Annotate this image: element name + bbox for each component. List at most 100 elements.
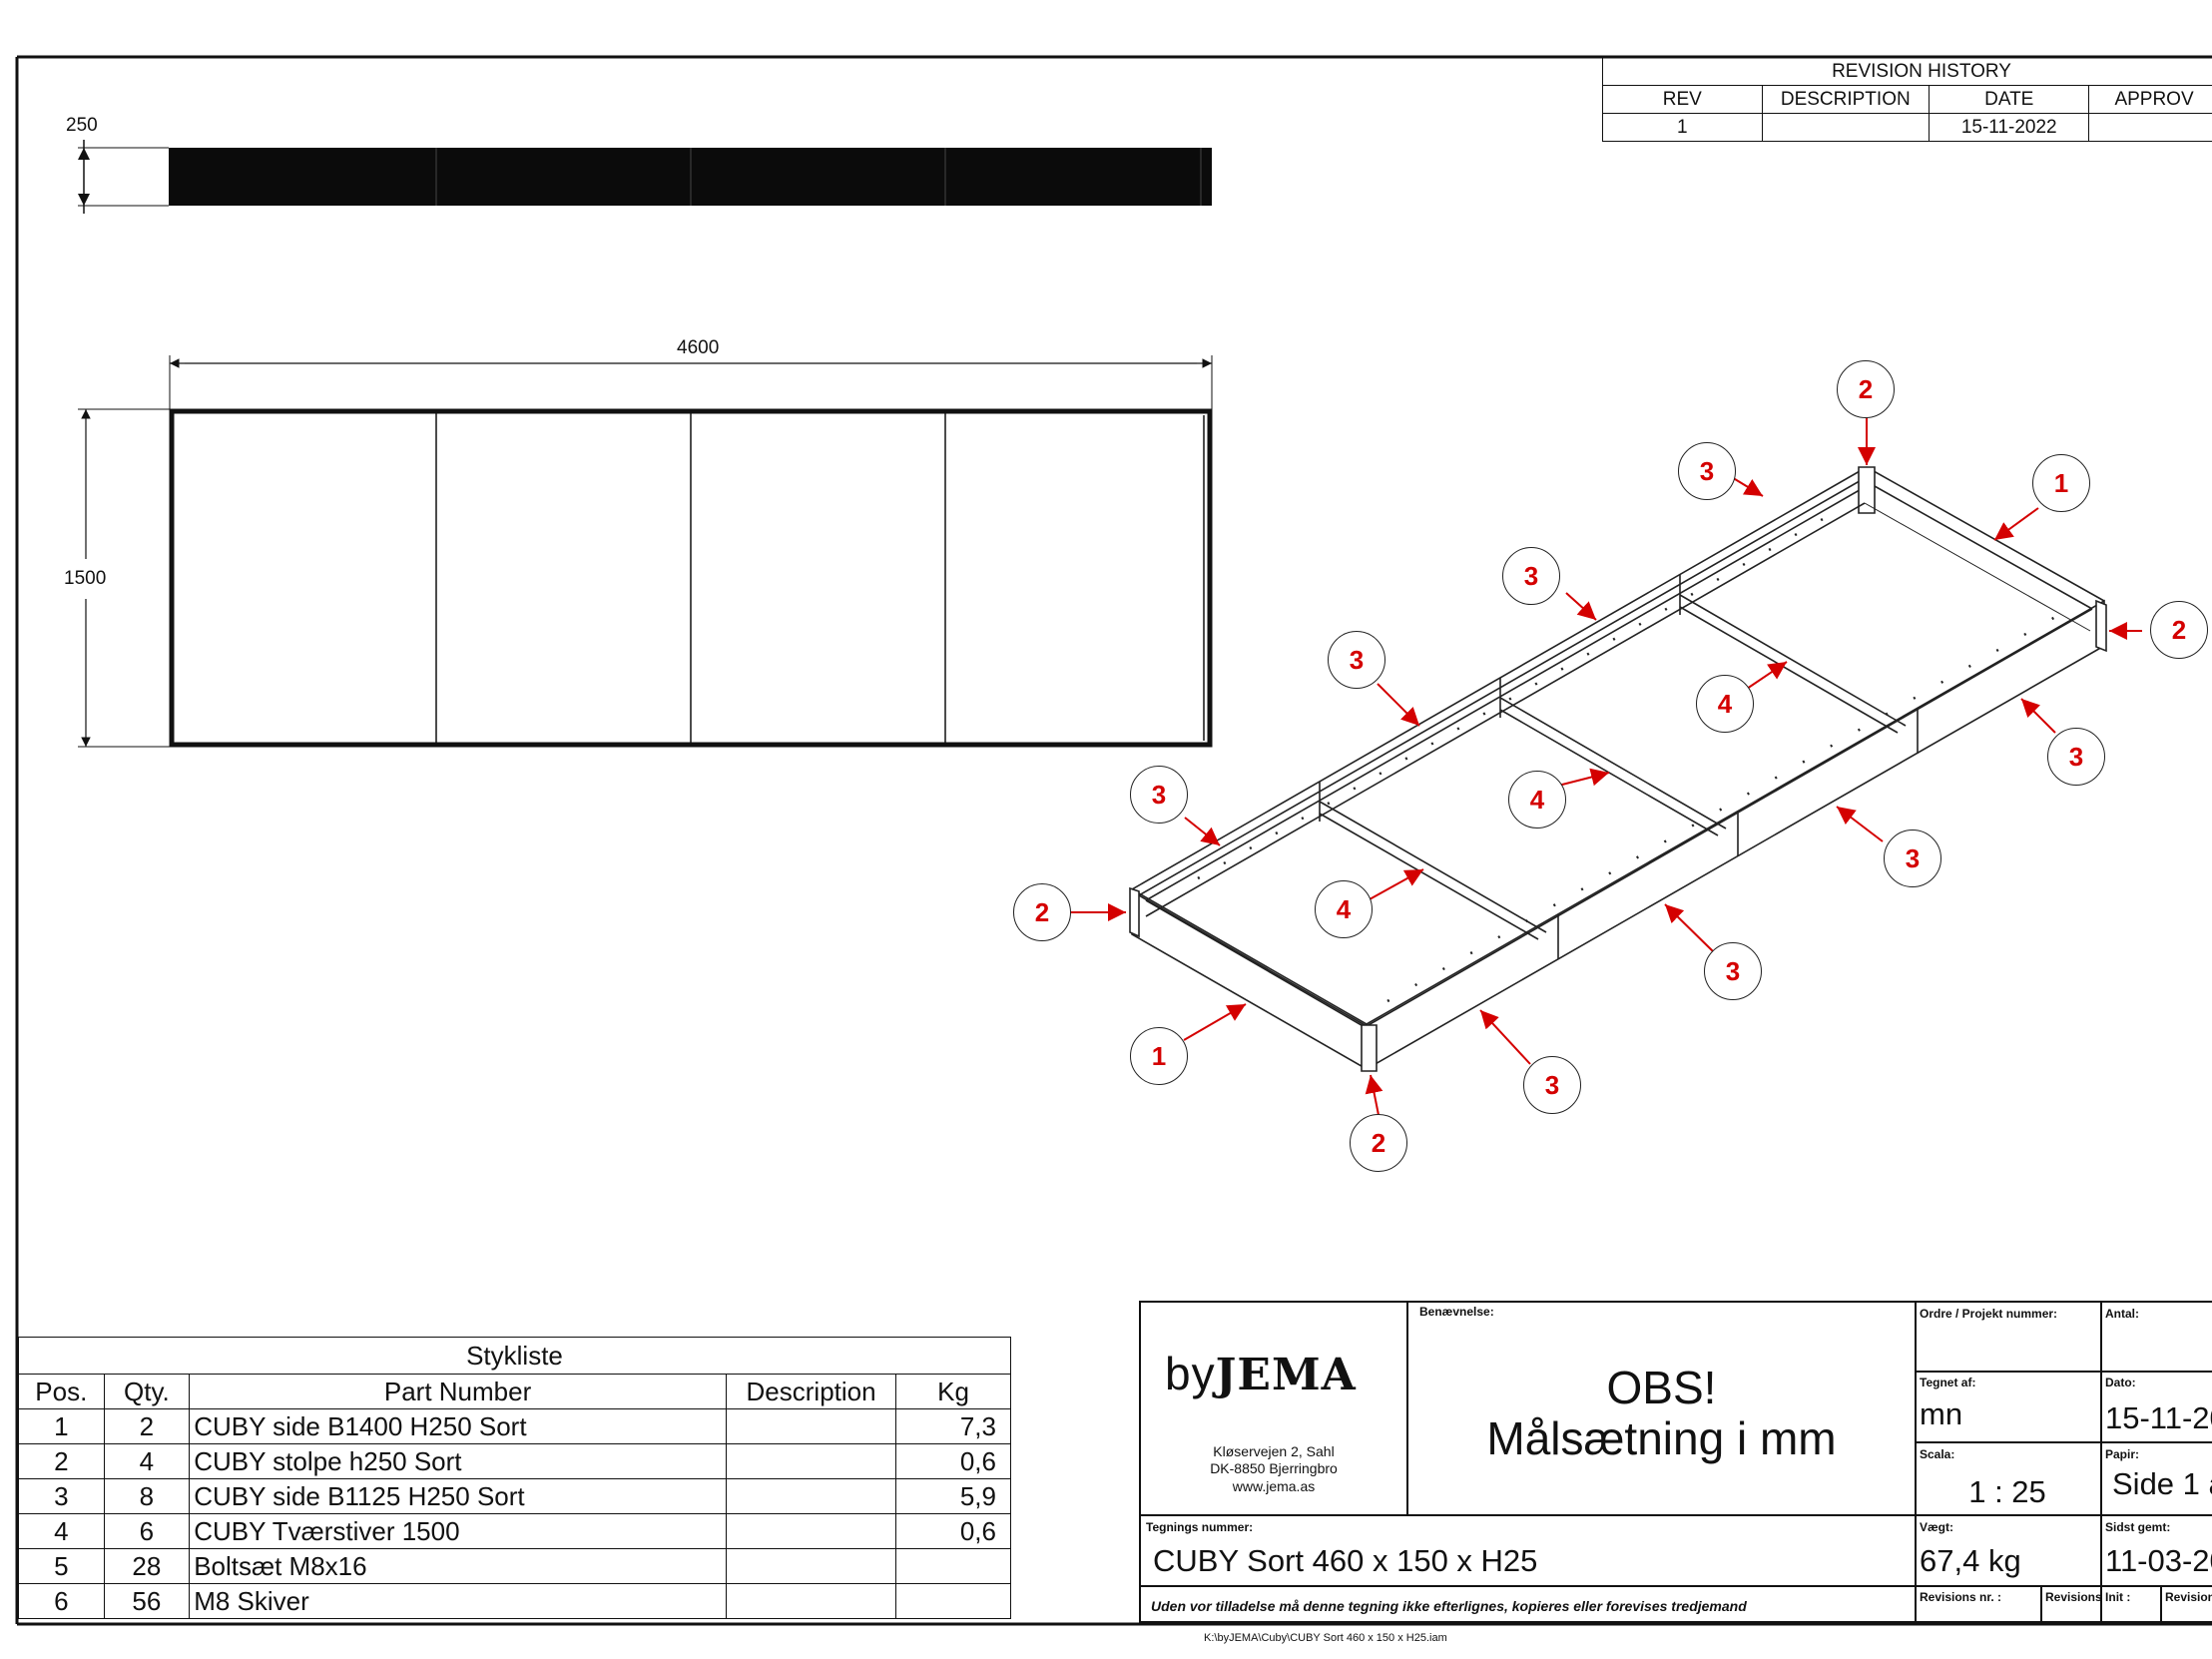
- kg-header: Kg: [895, 1374, 1011, 1409]
- file-path: K:\byJEMA\Cuby\CUBY Sort 460 x 150 x H25…: [1204, 1632, 1447, 1644]
- qty-cell: 6: [103, 1513, 191, 1549]
- date-value: 15-11-20: [2105, 1402, 2212, 1433]
- drawn-by-label: Tegnet af:: [1920, 1376, 1976, 1389]
- balloon-3: 3: [1678, 442, 1736, 500]
- balloon-3: 3: [1328, 631, 1385, 689]
- qty-cell: 56: [103, 1583, 191, 1619]
- part-number-cell: CUBY side B1125 H250 Sort: [189, 1478, 727, 1514]
- balloon-number: 1: [2053, 467, 2069, 498]
- company-website: www.jema.as: [1232, 1478, 1316, 1494]
- rev-cell: 1: [1602, 113, 1763, 142]
- balloon-2: 2: [2150, 601, 2208, 659]
- weight-value: 67,4 kg: [1920, 1543, 2021, 1578]
- kg-cell: [895, 1583, 1011, 1619]
- revision-history-table: REVISION HISTORY REV DESCRIPTION DATE AP…: [1602, 57, 2212, 142]
- logo-name: JEMA: [1215, 1350, 1357, 1400]
- balloon-number: 3: [1523, 560, 1539, 591]
- kg-cell: 7,3: [895, 1408, 1011, 1444]
- balloon-number: 4: [1717, 688, 1733, 719]
- balloon-2: 2: [1013, 883, 1071, 941]
- date-header: DATE: [1929, 85, 2090, 114]
- balloon-4: 4: [1696, 675, 1754, 733]
- date-cell: 15-11-2022: [1929, 113, 2090, 142]
- pos-cell: 3: [18, 1478, 105, 1514]
- balloon-number: 3: [1725, 955, 1741, 986]
- kg-cell: 5,9: [895, 1478, 1011, 1514]
- logo-by: by: [1165, 1348, 1216, 1399]
- approved-cell: [2088, 113, 2212, 142]
- address-line-2: DK-8850 Bjerringbro: [1210, 1460, 1338, 1476]
- balloon-1: 1: [2032, 454, 2090, 512]
- pos-cell: 1: [18, 1408, 105, 1444]
- balloon-number: 3: [1905, 842, 1921, 873]
- table-row: 5 28 Boltsæt M8x16: [18, 1548, 1011, 1584]
- pos-cell: 2: [18, 1443, 105, 1479]
- kg-cell: [895, 1548, 1011, 1584]
- balloon-number: 3: [1349, 644, 1365, 675]
- description-header: Description: [725, 1374, 897, 1409]
- description-cell: [725, 1478, 897, 1514]
- balloon-1: 1: [1130, 1027, 1188, 1085]
- order-label: Ordre / Projekt nummer:: [1920, 1307, 2058, 1321]
- balloon-3: 3: [1130, 766, 1188, 824]
- balloon-3: 3: [1704, 942, 1762, 1000]
- side-height-dimension: 250: [66, 115, 98, 136]
- notice-line-2: Målsætning i mm: [1486, 1412, 1837, 1464]
- rev-header: REV: [1602, 85, 1763, 114]
- balloon-number: 1: [1151, 1040, 1167, 1071]
- side-view: [78, 140, 1212, 214]
- paper-value: Side 1 a: [2112, 1468, 2212, 1499]
- scale-label: Scala:: [1920, 1447, 1955, 1461]
- qty-cell: 4: [103, 1443, 191, 1479]
- top-height-dimension: 1500: [64, 568, 107, 589]
- qty-cell: 8: [103, 1478, 191, 1514]
- copyright-disclaimer: Uden vor tilladelse må denne tegning ikk…: [1151, 1598, 1747, 1614]
- description-cell: [725, 1583, 897, 1619]
- last-saved-value: 11-03-20: [2105, 1545, 2212, 1576]
- part-number-header: Part Number: [189, 1374, 727, 1409]
- scale-value: 1 : 25: [1968, 1474, 2046, 1509]
- balloon-number: 2: [2171, 614, 2187, 645]
- revision-init-label: Revisions Init :: [2045, 1590, 2131, 1604]
- pos-cell: 6: [18, 1583, 105, 1619]
- kg-cell: 0,6: [895, 1443, 1011, 1479]
- pos-header: Pos.: [18, 1374, 105, 1409]
- leader-lines: [1063, 410, 2142, 1116]
- part-number-cell: CUBY Tværstiver 1500: [189, 1513, 727, 1549]
- drawn-by-value: mn: [1920, 1396, 1963, 1431]
- balloon-number: 4: [1336, 893, 1352, 924]
- drawing-number-label: Tegnings nummer:: [1146, 1520, 1254, 1534]
- balloon-number: 2: [1034, 896, 1050, 927]
- balloon-4: 4: [1315, 880, 1373, 938]
- table-row: 6 56 M8 Skiver: [18, 1583, 1011, 1619]
- balloon-2: 2: [1350, 1114, 1407, 1172]
- kg-cell: 0,6: [895, 1513, 1011, 1549]
- top-view: [78, 355, 1213, 748]
- parts-list-title: Stykliste: [18, 1337, 1011, 1375]
- description-cell: [725, 1408, 897, 1444]
- pos-cell: 5: [18, 1548, 105, 1584]
- approved-header: APPROV: [2088, 85, 2212, 114]
- revision-history-title: REVISION HISTORY: [1602, 57, 2212, 86]
- parts-list-table: Stykliste Pos. Qty. Part Number Descript…: [18, 1337, 1011, 1619]
- last-saved-label: Sidst gemt:: [2105, 1520, 2171, 1534]
- balloon-3: 3: [1523, 1056, 1581, 1114]
- balloon-number: 3: [2068, 741, 2084, 772]
- description-cell: [725, 1513, 897, 1549]
- description-header: DESCRIPTION: [1761, 85, 1931, 114]
- part-number-cell: Boltsæt M8x16: [189, 1548, 727, 1584]
- balloon-3: 3: [1502, 547, 1560, 605]
- part-number-cell: CUBY side B1400 H250 Sort: [189, 1408, 727, 1444]
- balloon-number: 4: [1529, 784, 1545, 815]
- drawing-number-value: CUBY Sort 460 x 150 x H25: [1153, 1543, 1538, 1578]
- description-cell: [725, 1443, 897, 1479]
- balloon-number: 3: [1699, 455, 1715, 486]
- balloon-number: 2: [1858, 373, 1874, 404]
- table-row: 1 2 CUBY side B1400 H250 Sort 7,3: [18, 1408, 1011, 1444]
- table-row: 2 4 CUBY stolpe h250 Sort 0,6: [18, 1443, 1011, 1479]
- description-cell: [1761, 113, 1931, 142]
- part-number-cell: CUBY stolpe h250 Sort: [189, 1443, 727, 1479]
- quantity-label: Antal:: [2105, 1307, 2139, 1321]
